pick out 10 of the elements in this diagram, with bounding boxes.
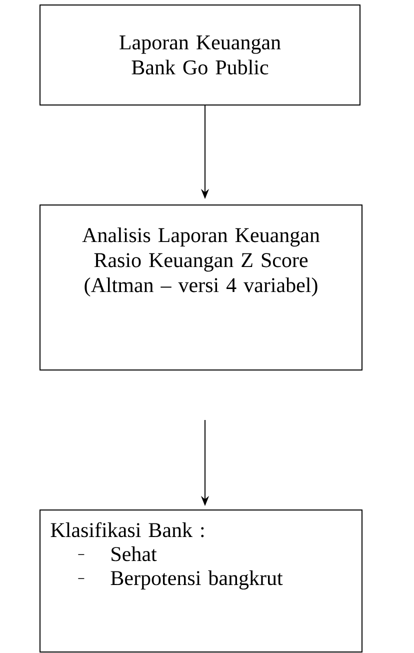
box-text: Laporan Keuangan Bank Go Public (120, 36, 281, 74)
process-box (40, 4, 360, 106)
list-item: Berpotensi bangkrut (110, 570, 283, 590)
box-text: Analisis Laporan Keuangan (82, 227, 320, 247)
process-box (40, 510, 362, 652)
process-box (40, 204, 362, 370)
list-item: Sehat (112, 546, 157, 562)
box-text: Rasio Keuangan Z Score (94, 253, 308, 272)
box-text: (Altman – versi 4 variabel) (84, 277, 318, 297)
heading-text: Klasifikasi Bank : (50, 522, 204, 538)
